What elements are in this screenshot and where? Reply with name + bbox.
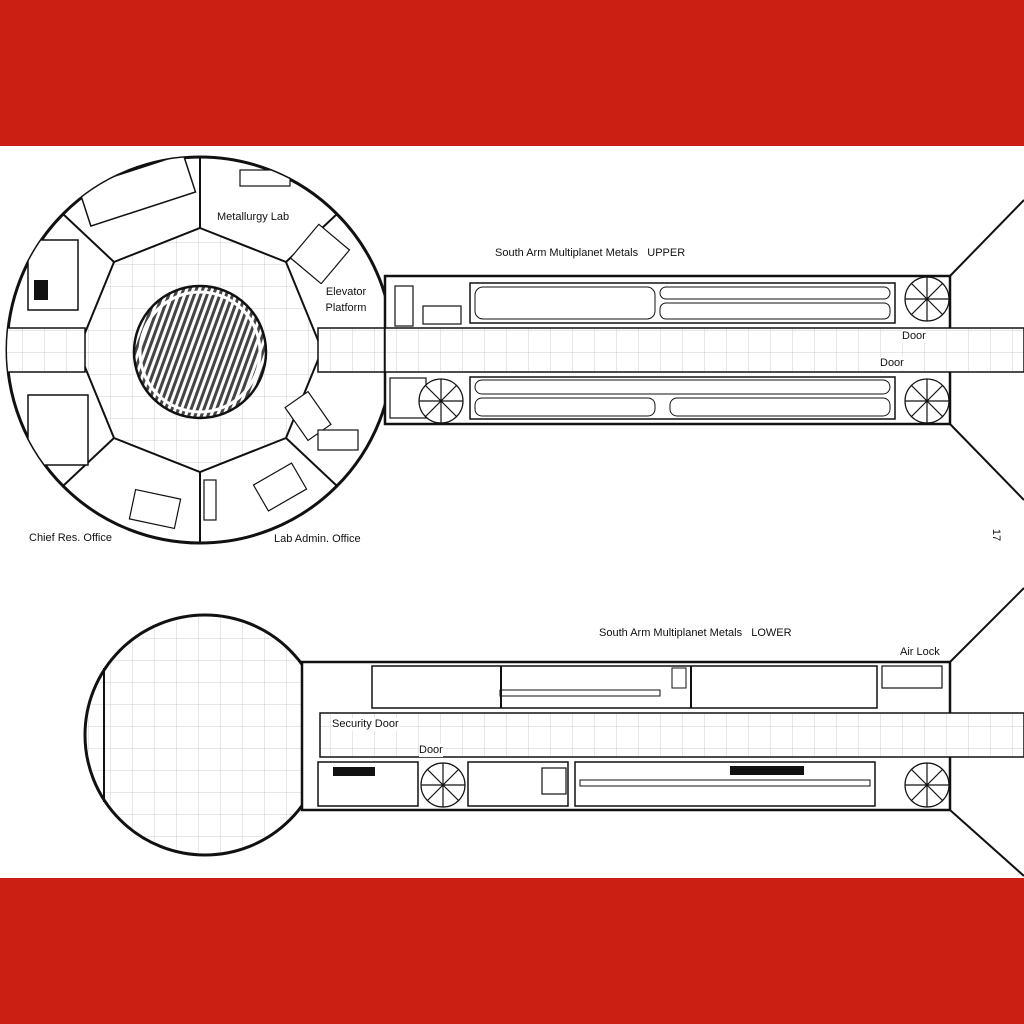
floor-plan-drawing — [5, 155, 1024, 877]
central-elevator-shaft — [132, 284, 268, 420]
upper-arm-title-text: South Arm Multiplanet Metals — [495, 247, 639, 259]
security-door-label: Security Door — [332, 718, 399, 731]
lower-north-equipment-bank — [371, 665, 878, 709]
lab-admin-office-label: Lab Admin. Office — [274, 533, 361, 545]
floor-plan-sheet: South Arm Multiplanet Metals UPPER Metal… — [0, 146, 1024, 878]
elevator-label-line2: Platform — [325, 302, 367, 314]
upper-level-tag: UPPER — [647, 247, 686, 259]
upper-spiral-stairs — [418, 276, 950, 424]
air-lock-label: Air Lock — [900, 646, 940, 658]
metallurgy-lab-label: Metallurgy Lab — [215, 211, 292, 224]
elevator-label-line1: Elevator — [325, 286, 367, 298]
upper-arm-title: South Arm Multiplanet Metals UPPER — [495, 247, 685, 260]
elevator-platform-label: Elevator Platform — [320, 284, 372, 316]
upper-arm-corridor — [384, 327, 1024, 373]
lower-level-plan — [83, 587, 1024, 877]
lower-spiral-stairs — [420, 762, 950, 808]
bottom-red-band — [0, 878, 1024, 1024]
east-corridor-stub — [317, 327, 393, 373]
chief-res-office-label: Chief Res. Office — [29, 532, 112, 544]
west-corridor — [7, 327, 86, 373]
page-number: 17 — [990, 528, 1003, 542]
upper-door-label-bottom: Door — [880, 357, 904, 370]
upper-level-plan — [5, 155, 1024, 545]
top-red-band — [0, 0, 1024, 146]
lower-arm-title-text: South Arm Multiplanet Metals — [599, 627, 743, 639]
upper-door-label-top: Door — [902, 330, 926, 343]
lower-level-tag: LOWER — [751, 627, 792, 639]
lower-hub-floor — [87, 617, 323, 853]
lower-arm-title: South Arm Multiplanet Metals LOWER — [599, 627, 792, 640]
lower-door-label: Door — [419, 744, 443, 757]
